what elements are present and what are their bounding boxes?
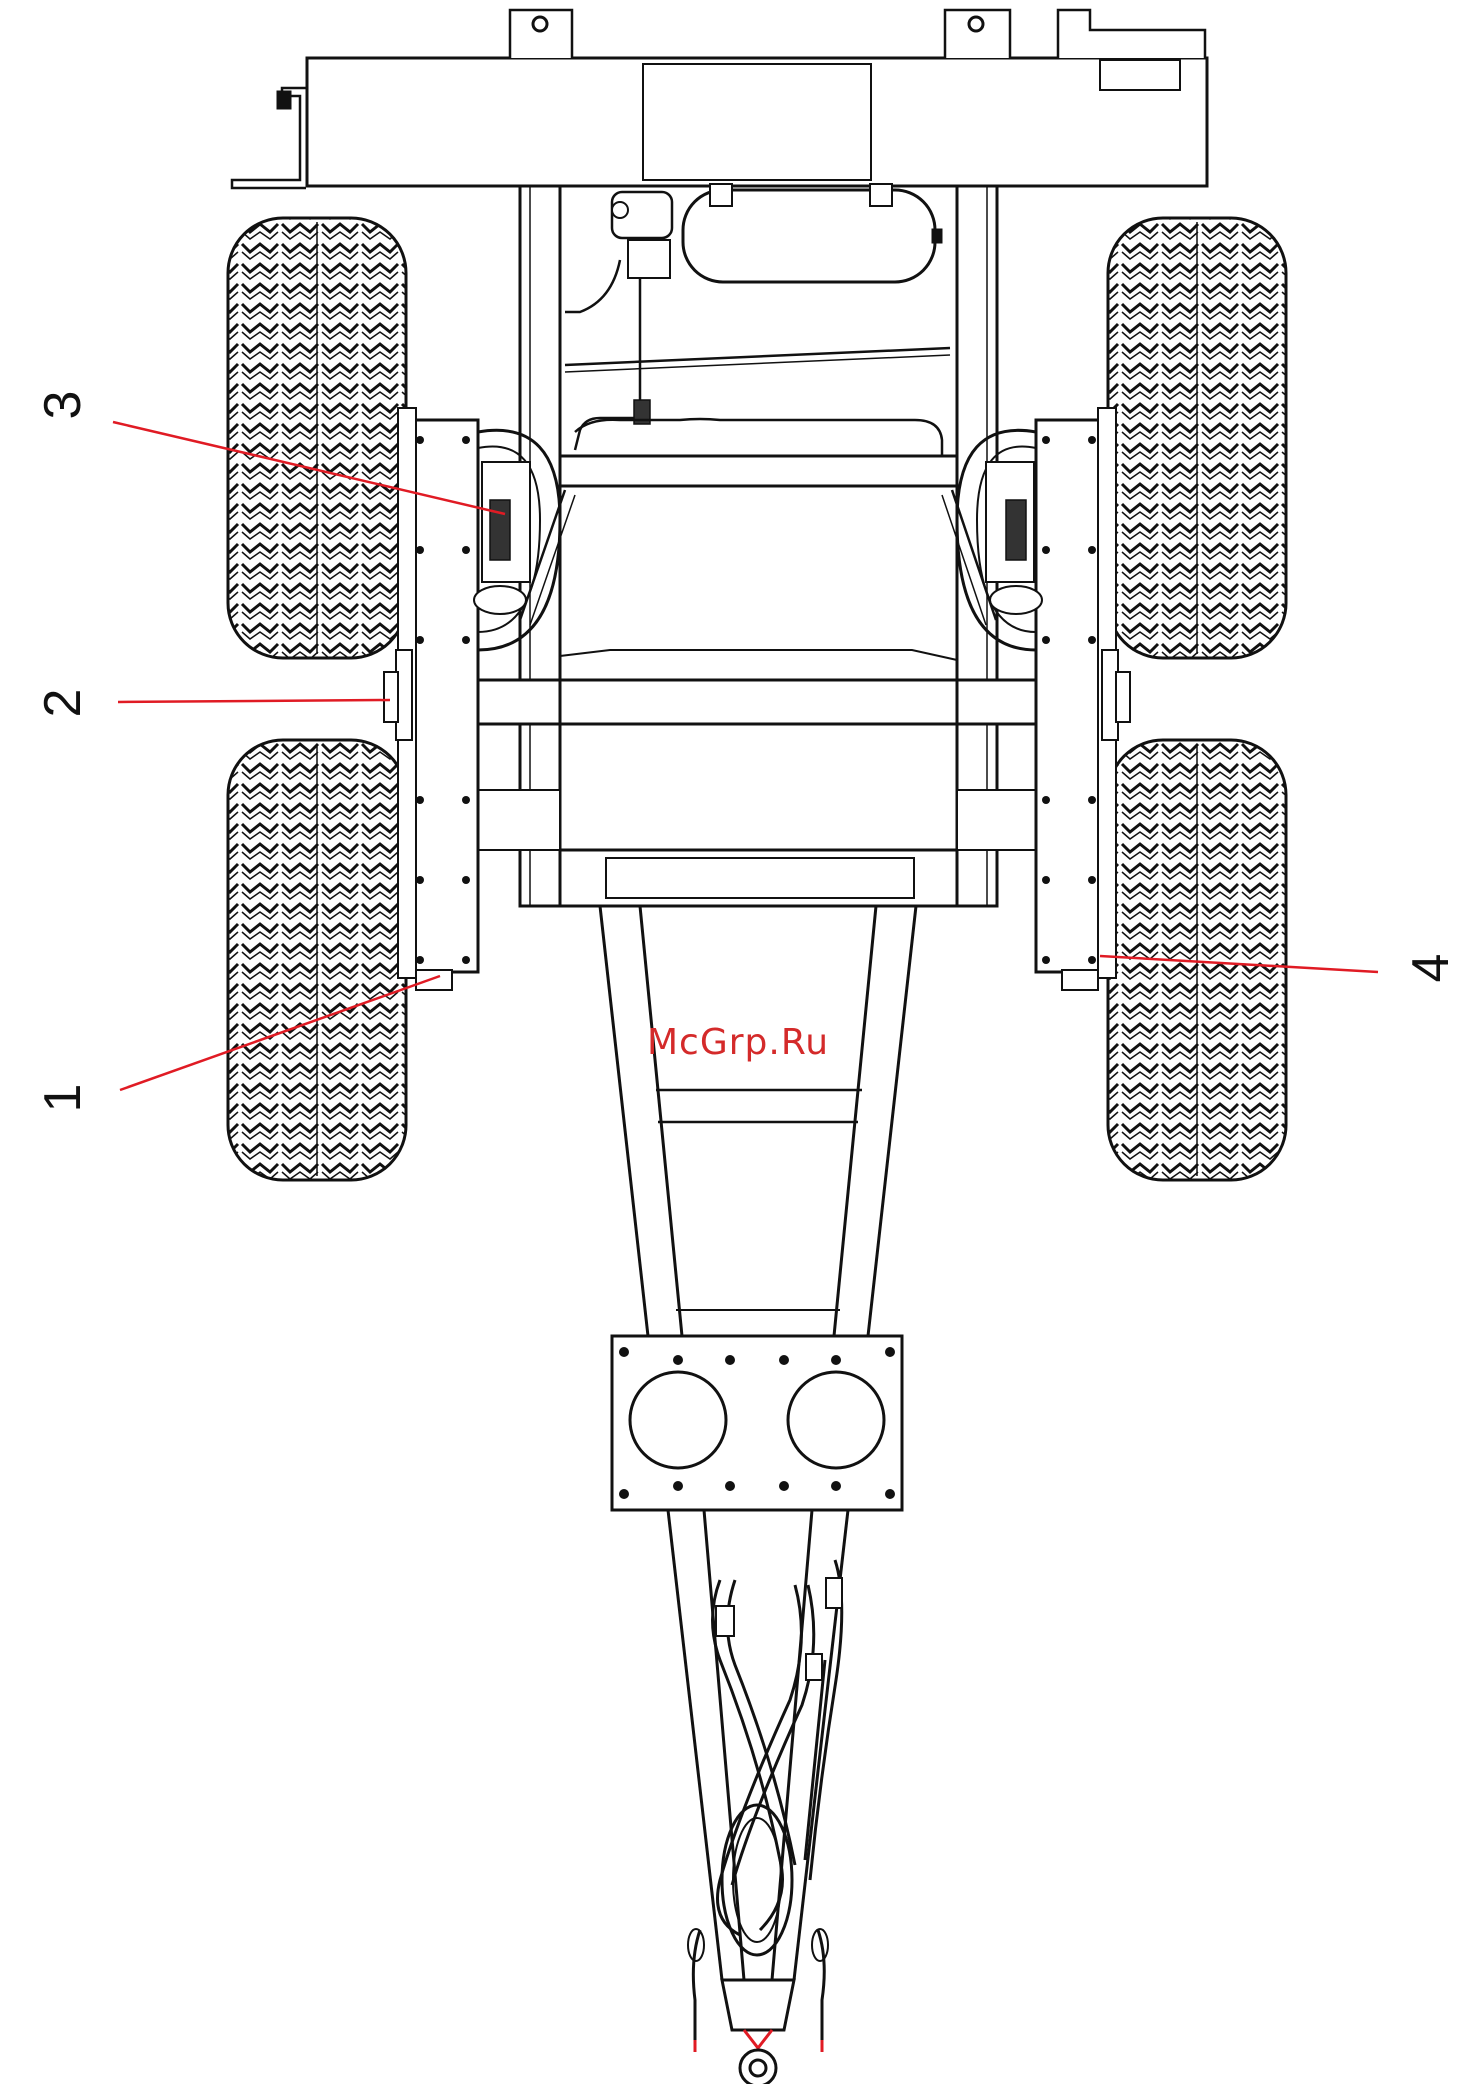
wheel-rear-left: [228, 218, 406, 658]
callout-2-leader: [118, 700, 390, 702]
watermark: McGrp.Ru: [647, 1022, 829, 1063]
wheel-front-right: [1108, 740, 1286, 1180]
callout-3-label: 3: [34, 391, 92, 420]
balance-beam-right: [1036, 408, 1130, 990]
towing-eye: [722, 1980, 794, 2084]
callout-4-label: 4: [1402, 954, 1460, 983]
hoses: [688, 1560, 842, 2052]
wheel-rear-right: [1108, 218, 1286, 658]
callout-2: 2: [34, 689, 390, 718]
balance-beam-left: [384, 408, 478, 990]
air-tank: [565, 184, 942, 456]
lamp-plate: [612, 1336, 902, 1510]
wheel-front-left: [228, 740, 406, 1180]
callout-2-label: 2: [34, 689, 92, 718]
rear-beam: [232, 10, 1207, 188]
callout-1-label: 1: [34, 1084, 92, 1113]
